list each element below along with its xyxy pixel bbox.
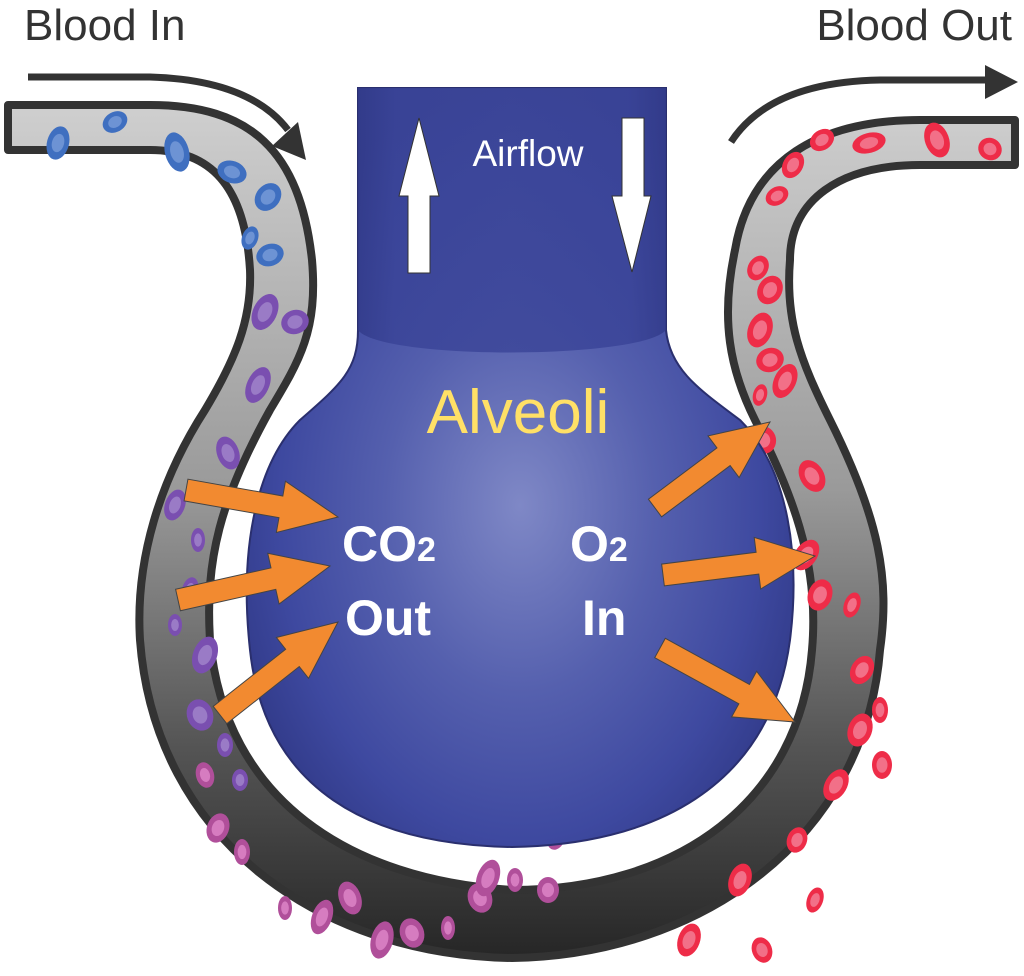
blood-cell xyxy=(245,367,271,403)
blood-cell xyxy=(849,655,875,685)
blood-cell xyxy=(772,364,798,398)
blood-cell xyxy=(507,868,523,892)
blood-cell xyxy=(370,921,394,959)
blood-cell xyxy=(847,713,873,747)
o2-exchange-arrow-1-icon xyxy=(647,421,771,518)
blood-cell xyxy=(537,877,559,903)
blood-cell xyxy=(823,769,849,801)
co2-exchange-arrow-2-icon xyxy=(175,552,332,612)
gas-exchange-arrows xyxy=(175,421,817,725)
blood-cell xyxy=(756,347,784,373)
blood-cell xyxy=(251,294,279,330)
blood-cell xyxy=(217,733,233,757)
blood-cell xyxy=(747,255,769,281)
blood-cell xyxy=(677,923,701,957)
blood-cell xyxy=(195,762,215,788)
blood-cell xyxy=(338,881,362,915)
blood-cell xyxy=(809,128,835,152)
blood-cell xyxy=(281,309,309,335)
airflow-out-arrow-icon xyxy=(611,117,652,273)
blood-cell xyxy=(924,122,950,158)
blood-cell xyxy=(217,160,247,184)
blood-cell xyxy=(191,636,219,674)
o2-chemical: O xyxy=(570,516,609,572)
blood-cell xyxy=(872,751,892,779)
co2-subscript: 2 xyxy=(417,531,436,569)
blood-cell xyxy=(786,827,808,853)
blood-cell xyxy=(254,183,282,211)
blood-cell xyxy=(752,384,768,406)
blood-cell xyxy=(806,887,824,913)
blood-cell xyxy=(102,111,128,133)
blood-cell xyxy=(978,137,1002,161)
blood-in-flow-arrow-icon xyxy=(28,73,306,160)
airflow-in-arrow-icon xyxy=(398,117,440,274)
blood-cell xyxy=(46,126,70,160)
blood-cell xyxy=(399,918,425,948)
blood-in-label: Blood In xyxy=(24,1,185,50)
blood-cell xyxy=(475,859,501,897)
alveoli-label: Alveoli xyxy=(427,378,610,447)
blood-cell xyxy=(164,489,186,521)
blood-cell xyxy=(256,243,284,267)
blood-cell xyxy=(781,151,805,179)
airflow-label: Airflow xyxy=(472,133,583,174)
blood-cell xyxy=(216,436,240,470)
blood-cell xyxy=(852,132,886,154)
blood-cell xyxy=(232,769,248,791)
co2-direction-label: Out xyxy=(345,590,431,646)
o2-direction-label: In xyxy=(582,590,626,646)
blood-cell xyxy=(310,899,334,935)
blood-cell xyxy=(206,813,230,843)
co2-exchange-arrow-1-icon xyxy=(183,478,340,534)
blood-cell xyxy=(843,592,861,618)
o2-label: O2 xyxy=(570,516,628,572)
blood-cell xyxy=(441,916,455,940)
o2-subscript: 2 xyxy=(609,531,628,569)
o2-exchange-arrow-2-icon xyxy=(661,536,817,590)
blood-cell xyxy=(241,226,259,250)
blood-cell xyxy=(728,863,752,897)
blood-cell xyxy=(765,186,789,206)
blood-cell xyxy=(757,275,783,305)
co2-exchange-arrow-3-icon xyxy=(212,621,339,725)
blood-cell xyxy=(168,614,182,636)
blood-cell xyxy=(278,896,292,920)
blood-cell xyxy=(234,839,250,865)
blood-cell xyxy=(751,937,773,963)
blood-cell xyxy=(798,460,826,492)
blood-cell xyxy=(186,699,214,731)
blood-out-flow-arrow-icon xyxy=(728,65,1018,144)
o2-exchange-arrow-3-icon xyxy=(654,637,797,723)
co2-label: CO2 xyxy=(342,516,436,572)
blood-out-label: Blood Out xyxy=(816,1,1012,50)
blood-cell xyxy=(191,528,205,552)
blood-cell xyxy=(164,132,190,172)
blood-cell xyxy=(807,579,833,611)
blood-cell xyxy=(872,697,888,723)
blood-cell xyxy=(747,312,773,348)
co2-chemical: CO xyxy=(342,516,417,572)
